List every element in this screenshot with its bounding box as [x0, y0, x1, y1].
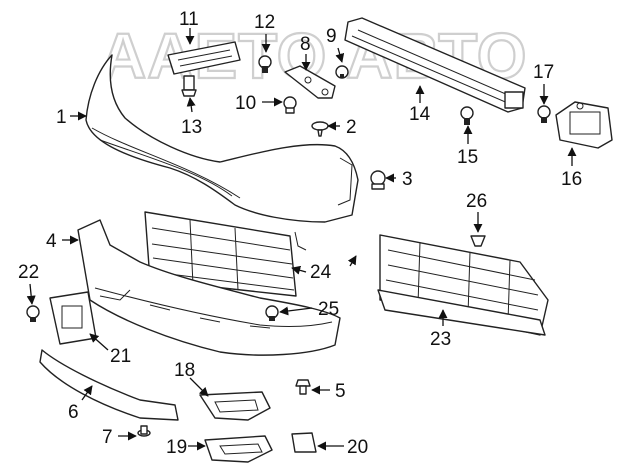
part-20-cap — [291, 432, 317, 453]
part-18-fog-light-bezel — [199, 391, 271, 421]
callout-16: 16 — [561, 169, 582, 190]
part-6-lower-molding — [39, 349, 179, 421]
callout-2: 2 — [346, 117, 357, 138]
callout-15: 15 — [457, 147, 478, 168]
part-25-screw — [265, 305, 279, 321]
callout-10: 10 — [235, 93, 256, 114]
part-19-fog-light-cover — [204, 435, 273, 463]
callout-6: 6 — [68, 402, 79, 423]
part-15-bolt — [460, 106, 474, 125]
part-5-clip — [295, 379, 311, 395]
callout-8: 8 — [300, 34, 311, 55]
part-17-bolt — [537, 105, 551, 123]
part-24-shutter — [144, 211, 307, 297]
callout-25: 25 — [318, 299, 339, 320]
part-10-bolt — [283, 96, 297, 114]
callout-18: 18 — [174, 360, 195, 381]
callout-23: 23 — [430, 329, 451, 350]
part-23-grille-assembly — [377, 234, 549, 336]
part-8-bracket — [284, 65, 336, 99]
part-14-reinforcement-beam — [344, 17, 526, 113]
callout-17: 17 — [533, 62, 554, 83]
part-12-screw — [258, 55, 272, 73]
part-21-license-plate-bracket — [49, 291, 97, 345]
part-2-clip — [311, 121, 329, 137]
callout-7: 7 — [102, 427, 113, 448]
callout-12: 12 — [254, 12, 275, 33]
leader-lines — [26, 28, 577, 451]
callout-19: 19 — [166, 437, 187, 458]
callout-22: 22 — [18, 262, 39, 283]
callout-26: 26 — [466, 191, 487, 212]
callout-1: 1 — [56, 107, 67, 128]
callout-4: 4 — [46, 231, 57, 252]
part-4-lower-cover — [77, 219, 341, 356]
part-26-clip — [470, 235, 486, 247]
callout-14: 14 — [409, 104, 431, 125]
callout-24: 24 — [310, 262, 332, 283]
part-1-bumper-cover — [85, 54, 359, 223]
callout-11: 11 — [179, 9, 199, 30]
callout-labels: 1 2 3 4 5 6 7 8 9 10 11 12 13 14 15 16 1… — [18, 9, 582, 458]
callout-9: 9 — [326, 26, 337, 47]
callout-20: 20 — [347, 437, 368, 458]
callout-21: 21 — [110, 346, 131, 367]
part-13-clip — [181, 75, 197, 97]
part-22-screw — [26, 305, 40, 322]
part-16-bracket — [555, 101, 613, 149]
part-9-clip — [335, 65, 349, 79]
callout-5: 5 — [335, 381, 346, 402]
part-3-clip — [370, 170, 386, 190]
callout-13: 13 — [181, 117, 202, 138]
callout-3: 3 — [402, 169, 413, 190]
part-7-clip — [137, 425, 151, 437]
part-11-bracket — [167, 41, 241, 75]
